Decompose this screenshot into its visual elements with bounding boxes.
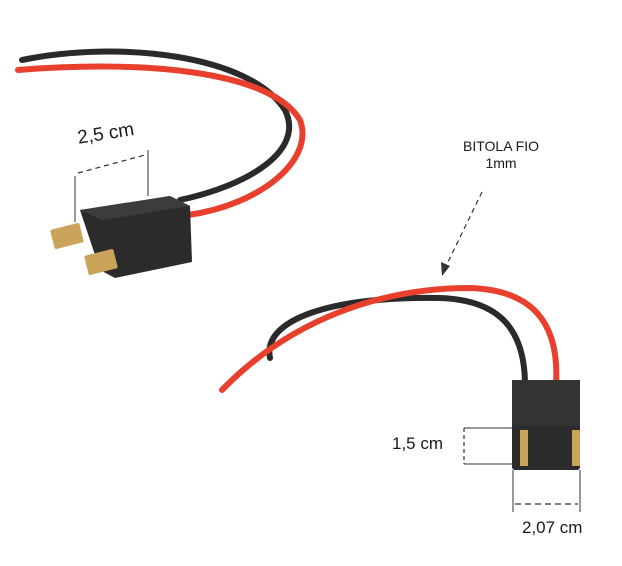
upper-red-wire: [15, 63, 306, 218]
lower-connector-assembly: [219, 284, 581, 512]
lower-terminal-2: [572, 430, 580, 466]
connector-width-bottom-label: 2,07 cm: [522, 518, 583, 537]
wire-gauge-value: 1mm: [485, 155, 517, 171]
upper-terminal-2: [84, 249, 118, 275]
lower-terminal-1: [520, 430, 528, 466]
lower-black-wire: [266, 294, 528, 388]
upper-black-wire: [19, 48, 293, 203]
wire-gauge-label: BITOLA FIO 1mm: [458, 138, 544, 172]
connector-height-label: 1,5 cm: [392, 434, 444, 453]
upper-connector-assembly: [15, 48, 306, 278]
lower-red-wire: [219, 284, 560, 393]
upper-terminal-1: [50, 223, 84, 249]
wire-gauge-title: BITOLA FIO: [463, 138, 539, 154]
gauge-pointer-arrow: [441, 191, 483, 276]
